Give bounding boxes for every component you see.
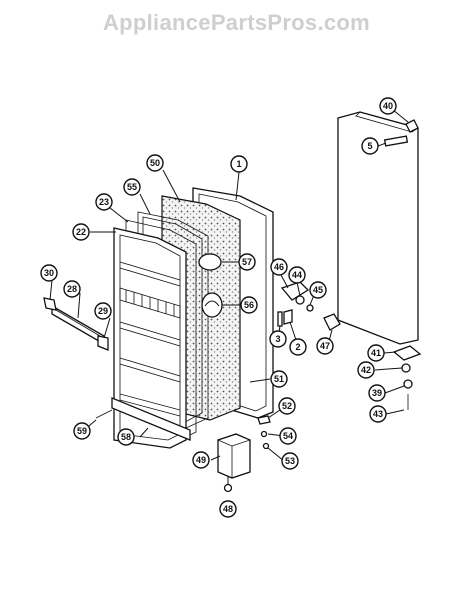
callout-57: 57 [238, 253, 256, 271]
svg-text:52: 52 [282, 401, 292, 411]
callout-46: 46 [270, 258, 288, 276]
svg-text:47: 47 [320, 341, 330, 351]
svg-text:53: 53 [285, 456, 295, 466]
door-inner-panel [113, 227, 187, 449]
svg-text:43: 43 [373, 409, 383, 419]
callout-51: 51 [270, 370, 288, 388]
svg-text:51: 51 [274, 374, 284, 384]
callout-1: 1 [230, 155, 248, 173]
callout-47: 47 [316, 337, 334, 355]
callout-55: 55 [123, 178, 141, 196]
svg-text:54: 54 [283, 431, 293, 441]
callout-44: 44 [288, 266, 306, 284]
callout-28: 28 [63, 280, 81, 298]
fasteners [95, 409, 271, 493]
callout-30: 30 [40, 264, 58, 282]
svg-text:5: 5 [367, 141, 372, 151]
svg-text:2: 2 [295, 342, 300, 352]
callout-5: 5 [361, 137, 379, 155]
callout-53: 53 [281, 452, 299, 470]
callout-56: 56 [240, 296, 258, 314]
svg-text:48: 48 [223, 504, 233, 514]
callout-41: 41 [367, 344, 385, 362]
leader-lines [49, 105, 409, 462]
svg-text:57: 57 [242, 257, 252, 267]
svg-text:23: 23 [99, 197, 109, 207]
svg-text:41: 41 [371, 348, 381, 358]
svg-text:55: 55 [127, 182, 137, 192]
svg-text:56: 56 [244, 300, 254, 310]
shelf-grille-lines [125, 290, 175, 316]
callout-23: 23 [95, 193, 113, 211]
svg-text:58: 58 [121, 432, 131, 442]
hinge-cover-bracket [216, 433, 252, 479]
svg-text:46: 46 [274, 262, 284, 272]
svg-text:22: 22 [76, 227, 86, 237]
svg-text:39: 39 [372, 388, 382, 398]
callout-22: 22 [72, 223, 90, 241]
callout-2: 2 [289, 338, 307, 356]
svg-text:49: 49 [196, 455, 206, 465]
top-hinge-pin [405, 119, 419, 133]
callout-3: 3 [269, 330, 287, 348]
callout-29: 29 [94, 302, 112, 320]
callout-45: 45 [309, 281, 327, 299]
callout-40: 40 [379, 97, 397, 115]
svg-text:1: 1 [236, 159, 241, 169]
callout-58: 58 [117, 428, 135, 446]
callout-52: 52 [278, 397, 296, 415]
callout-54: 54 [279, 427, 297, 445]
svg-text:45: 45 [313, 285, 323, 295]
svg-text:28: 28 [67, 284, 77, 294]
exterior-door-panel [337, 111, 419, 345]
bottom-hinge-assembly [392, 345, 422, 410]
svg-text:42: 42 [361, 365, 371, 375]
callout-50: 50 [146, 154, 164, 172]
shelf-bar-assembly [43, 297, 109, 351]
door-labels [198, 253, 223, 318]
svg-text:3: 3 [275, 334, 280, 344]
callout-43: 43 [369, 405, 387, 423]
callout-59: 59 [73, 422, 91, 440]
svg-text:30: 30 [44, 268, 54, 278]
svg-text:40: 40 [383, 101, 393, 111]
svg-text:59: 59 [77, 426, 87, 436]
callout-42: 42 [357, 361, 375, 379]
callouts: 1 50 55 23 22 30 28 29 57 56 46 44 45 3 … [40, 97, 397, 518]
callout-48: 48 [219, 500, 237, 518]
svg-text:50: 50 [150, 158, 160, 168]
callout-49: 49 [192, 451, 210, 469]
svg-text:29: 29 [98, 306, 108, 316]
watermark-text: AppliancePartsPros.com [102, 10, 371, 35]
hinge-hardware [277, 281, 341, 331]
door-bottom-trim [111, 397, 191, 441]
svg-text:44: 44 [292, 270, 302, 280]
callout-39: 39 [368, 384, 386, 402]
